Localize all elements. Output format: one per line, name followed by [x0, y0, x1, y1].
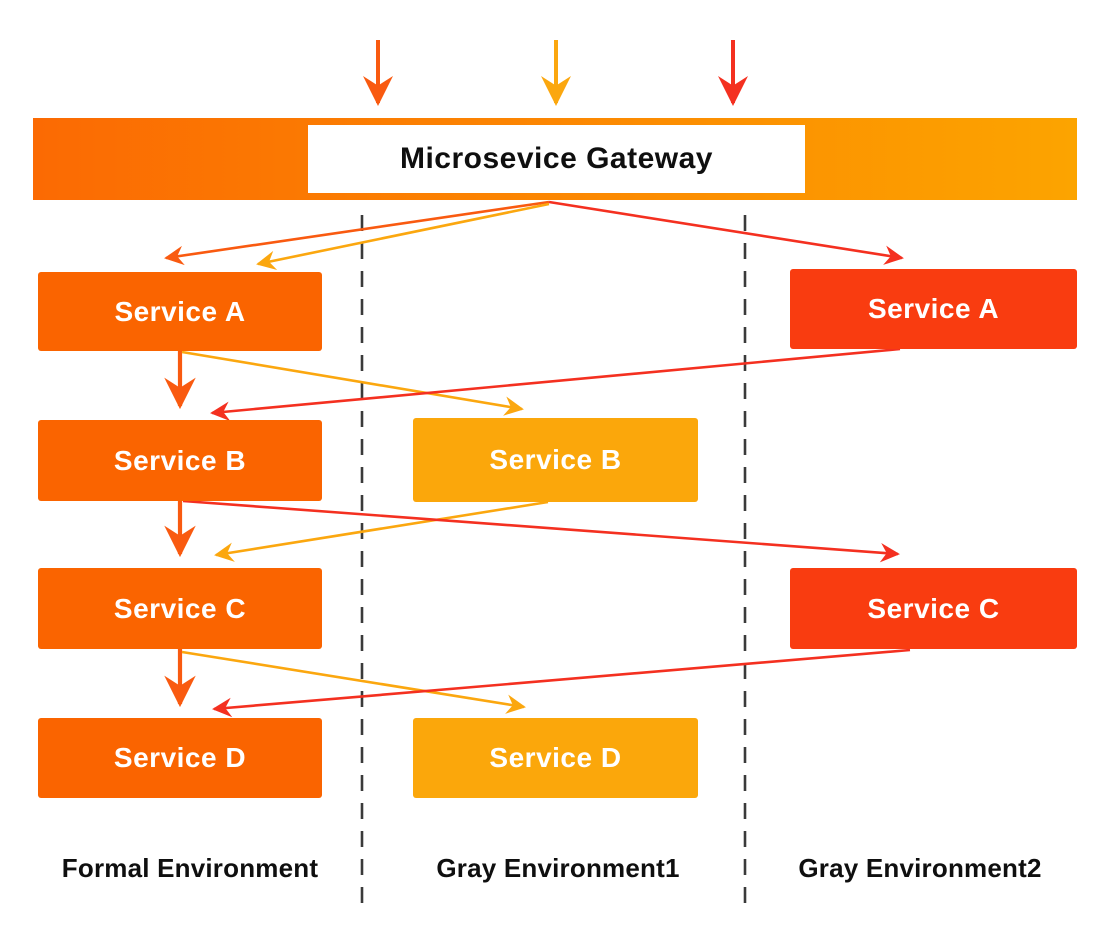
- arrow-gateway-to-gray2-a: [548, 200, 904, 265]
- env-label-gray1: Gray Environment1: [436, 852, 680, 883]
- service-label: Service D: [489, 742, 622, 773]
- arrow-gray2-a-to-formal-b: [210, 347, 901, 422]
- service-label: Service A: [114, 295, 246, 327]
- arrow-gray1-b-to-formal-c: [214, 500, 549, 562]
- service-box-formal-d: Service D: [38, 718, 322, 798]
- service-box-formal-b: Service B: [38, 420, 322, 501]
- arrow-gateway-to-formal-a-gray1: [256, 202, 550, 271]
- arrow-gray2-c-to-formal-d: [212, 648, 911, 718]
- service-box-gray2-c: Service C: [790, 568, 1077, 649]
- service-box-formal-a: Service A: [38, 272, 322, 351]
- service-label: Service C: [113, 592, 247, 624]
- service-box-gray1-d: Service D: [413, 718, 698, 798]
- arrow-formal-b-to-gray2-c: [182, 499, 900, 563]
- service-label: Service D: [113, 742, 247, 773]
- gateway-label-box: Microsevice Gateway: [308, 125, 805, 193]
- arrow-formal-a-to-gray1-b: [181, 350, 524, 416]
- arrow-formal-c-to-gray1-d: [181, 650, 526, 714]
- env-label-gray2: Gray Environment2: [798, 852, 1042, 883]
- service-label: Service C: [867, 592, 1000, 624]
- env-label-formal: Formal Environment: [61, 852, 319, 883]
- service-box-gray1-b: Service B: [413, 418, 698, 502]
- service-label: Service B: [113, 444, 247, 476]
- arrow-gateway-to-formal-a: [164, 200, 550, 266]
- service-label: Service B: [489, 444, 622, 475]
- service-box-gray2-a: Service A: [790, 269, 1077, 349]
- service-label: Service A: [867, 293, 1000, 324]
- service-box-formal-c: Service C: [38, 568, 322, 649]
- gateway-bar: Microsevice Gateway: [33, 118, 1077, 200]
- gateway-title: Microsevice Gateway: [399, 142, 713, 175]
